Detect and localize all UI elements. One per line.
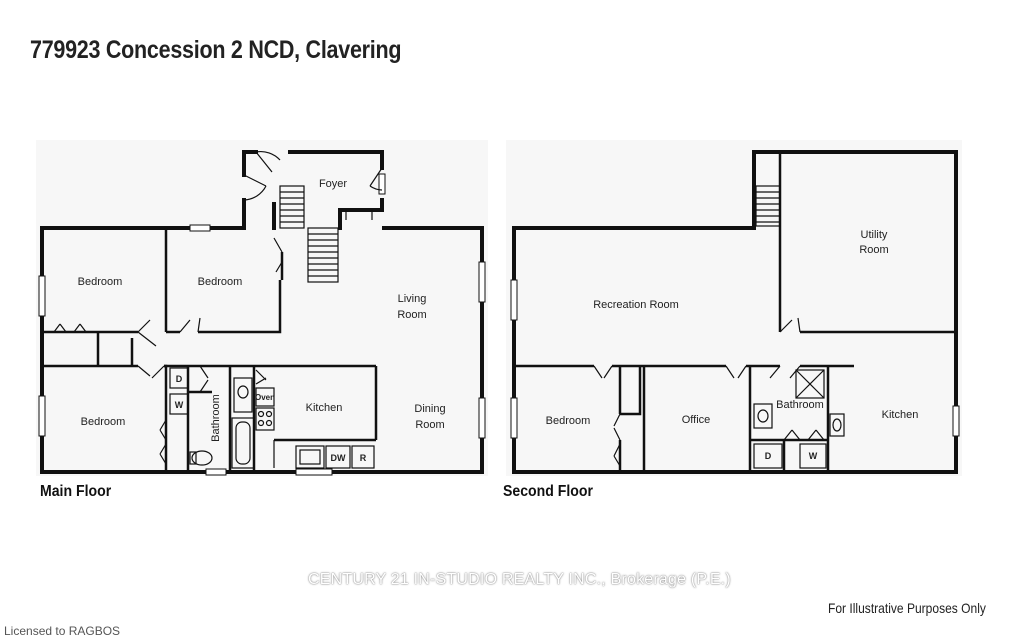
room-label-utility-line1: Utility [861, 229, 888, 241]
oven-label: Oven [255, 393, 275, 402]
disclaimer-text: For Illustrative Purposes Only [828, 600, 986, 616]
second-floor-plan: Utility Room Recreation Room Bedroom Off… [506, 140, 962, 476]
main-floor-plan: Foyer Bedroom Bedroom Bedroom Living Roo… [36, 140, 488, 476]
room-label-bathroom: Bathroom [210, 394, 222, 442]
dryer-label: D [176, 374, 183, 384]
main-floor-label: Main Floor [40, 483, 112, 500]
room-label-bathroom: Bathroom [776, 399, 824, 411]
dryer-label: D [765, 451, 772, 461]
room-label-bedroom: Bedroom [546, 415, 591, 427]
room-label-dining-line2: Room [415, 419, 444, 431]
room-label-office: Office [682, 414, 711, 426]
room-label-living-line2: Room [397, 309, 426, 321]
room-label-recreation: Recreation Room [593, 299, 679, 311]
room-label-utility-line2: Room [859, 244, 888, 256]
room-label-dining-line1: Dining [414, 403, 445, 415]
brokerage-watermark: CENTURY 21 IN-STUDIO REALTY INC., Broker… [308, 571, 731, 588]
room-label-kitchen: Kitchen [882, 409, 919, 421]
washer-label: W [809, 451, 818, 461]
license-text: Licensed to RAGBOS [4, 624, 121, 638]
page-title: 779923 Concession 2 NCD, Clavering [30, 36, 402, 64]
room-label-bedroom: Bedroom [198, 276, 243, 288]
second-floor-label: Second Floor [503, 483, 593, 500]
room-label-kitchen: Kitchen [306, 402, 343, 414]
dishwasher-label: DW [331, 453, 346, 463]
washer-label: W [175, 400, 184, 410]
refrigerator-label: R [360, 453, 367, 463]
room-label-foyer: Foyer [319, 178, 347, 190]
room-label-living-line1: Living [398, 293, 427, 305]
room-label-bedroom: Bedroom [81, 416, 126, 428]
room-label-bedroom: Bedroom [78, 276, 123, 288]
